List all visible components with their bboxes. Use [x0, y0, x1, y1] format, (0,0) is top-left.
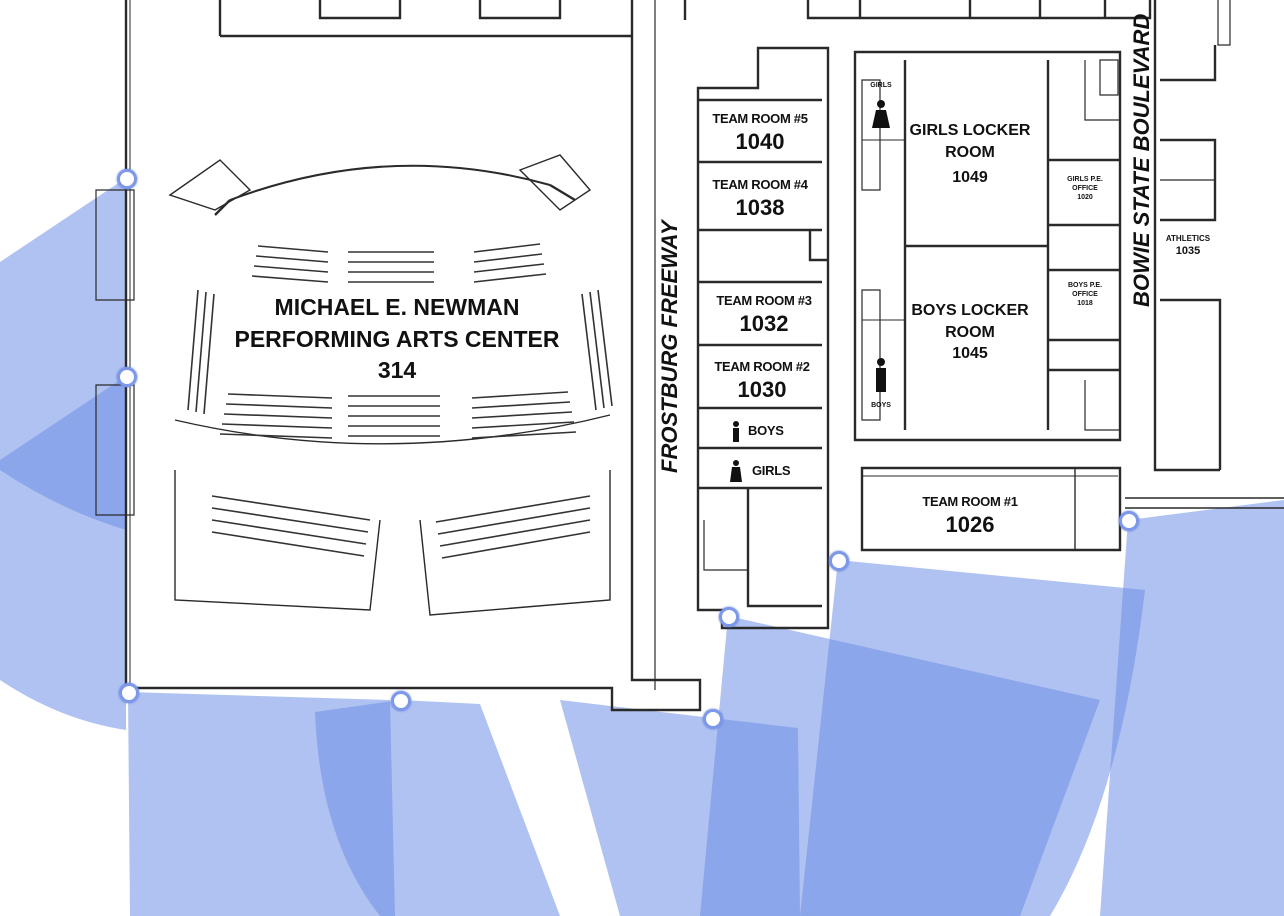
boys-figure-icon	[876, 358, 886, 392]
building-walls	[95, 0, 1284, 712]
boys-pe-office-line2: OFFICE	[1072, 290, 1098, 298]
boys-locker-line2: ROOM	[945, 323, 995, 341]
team-room-4: TEAM ROOM #4 1038	[700, 178, 820, 219]
coverage-cone-cam-7	[800, 560, 1145, 916]
camera-marker-1[interactable]	[117, 169, 137, 189]
camera-marker-3[interactable]	[119, 683, 139, 703]
seat-block-lower-center	[348, 395, 440, 437]
girls-locker-number: 1049	[952, 169, 988, 187]
athletics-label: ATHLETICS	[1165, 234, 1211, 243]
team-room-1-label: TEAM ROOM #1	[922, 494, 1018, 509]
boys-pe-office-line1: BOYS P.E.	[1067, 282, 1103, 289]
girls-pe-office-number: 1020	[1077, 193, 1093, 201]
team-room-2: TEAM ROOM #2 1030	[702, 360, 822, 401]
camera-coverage-layer	[0, 178, 1284, 916]
camera-marker-7[interactable]	[829, 551, 849, 571]
locker-girls-tag: GIRLS	[870, 82, 892, 89]
camera-marker-4[interactable]	[391, 691, 411, 711]
girls-pe-office-line1: GIRLS P.E.	[1067, 176, 1103, 183]
theater-outer-wall	[124, 0, 702, 712]
coverage-cone-cam-8	[1100, 500, 1284, 916]
seat-block-upper-right	[473, 243, 547, 283]
girls-pe-office-line2: OFFICE	[1072, 184, 1098, 192]
seat-block-upper-left	[251, 245, 329, 283]
stage-arc	[229, 164, 551, 201]
seat-block-far-left	[187, 289, 215, 415]
athletics-room: ATHLETICS 1035	[1160, 234, 1216, 259]
athletics-number: 1035	[1175, 245, 1201, 258]
street-label-frostburg: FROSTBURG FREEWAY	[657, 220, 682, 473]
camera-marker-5[interactable]	[703, 709, 723, 729]
restroom-icons	[730, 100, 890, 482]
girls-locker-room: GIRLS LOCKER ROOM 1049	[905, 120, 1035, 189]
coverage-cone-cam-4	[315, 700, 560, 916]
boys-locker-room: BOYS LOCKER ROOM 1045	[905, 300, 1035, 365]
girls-restroom-label: GIRLS	[752, 463, 791, 478]
team-room-3-number: 1032	[739, 311, 789, 336]
camera-marker-8[interactable]	[1119, 511, 1139, 531]
theater-seating	[187, 243, 613, 559]
team-room-1-number: 1026	[945, 512, 995, 537]
theater-label: MICHAEL E. NEWMAN PERFORMING ARTS CENTER…	[232, 292, 562, 387]
theater-name-line1: MICHAEL E. NEWMAN	[274, 294, 520, 320]
team-room-4-label: TEAM ROOM #4	[712, 177, 808, 192]
team-room-1: TEAM ROOM #1 1026	[900, 495, 1040, 536]
team-rooms-column	[696, 46, 830, 630]
coverage-cone-cam-2	[0, 376, 126, 730]
boys-pe-office: BOYS P.E. OFFICE 1018	[1054, 282, 1116, 308]
boys-restroom-label: BOYS	[748, 423, 784, 438]
camera-marker-6[interactable]	[719, 607, 739, 627]
team-room-5-number: 1040	[735, 129, 785, 154]
boys-restroom-figure-icon	[733, 421, 739, 442]
boys-locker-number: 1045	[952, 345, 988, 363]
girls-locker-line2: ROOM	[945, 143, 995, 161]
team-room-4-number: 1038	[735, 195, 785, 220]
girls-figure-icon	[872, 100, 890, 128]
balcony-seats-right	[435, 495, 591, 559]
street-label-bowie: BOWIE STATE BOULEVARD	[1129, 13, 1154, 307]
team-room-2-number: 1030	[737, 377, 787, 402]
team-room-1-wall	[860, 466, 1122, 552]
theater-room-number: 314	[377, 357, 417, 384]
boys-locker-line1: BOYS LOCKER	[911, 302, 1029, 319]
locker-block-wall	[853, 50, 1122, 442]
team-room-5-label: TEAM ROOM #5	[712, 111, 808, 126]
theater-name-line2: PERFORMING ARTS CENTER	[234, 325, 560, 352]
team-room-3-label: TEAM ROOM #3	[716, 293, 812, 308]
seat-block-upper-center	[348, 251, 434, 283]
girls-locker-line1: GIRLS LOCKER	[909, 122, 1031, 139]
seat-block-far-right	[581, 289, 613, 411]
girls-restroom-figure-icon	[730, 460, 742, 482]
balcony-seats-left	[211, 495, 371, 557]
team-room-2-label: TEAM ROOM #2	[714, 359, 810, 374]
seat-block-lower-left	[219, 393, 333, 439]
boys-pe-office-number: 1018	[1077, 299, 1093, 307]
girls-pe-office: GIRLS P.E. OFFICE 1020	[1054, 176, 1116, 202]
team-room-3: TEAM ROOM #3 1032	[704, 294, 824, 335]
locker-boys-tag: BOYS	[871, 402, 891, 409]
team-room-5: TEAM ROOM #5 1040	[700, 112, 820, 153]
camera-marker-2[interactable]	[117, 367, 137, 387]
seat-block-lower-right	[471, 391, 577, 439]
